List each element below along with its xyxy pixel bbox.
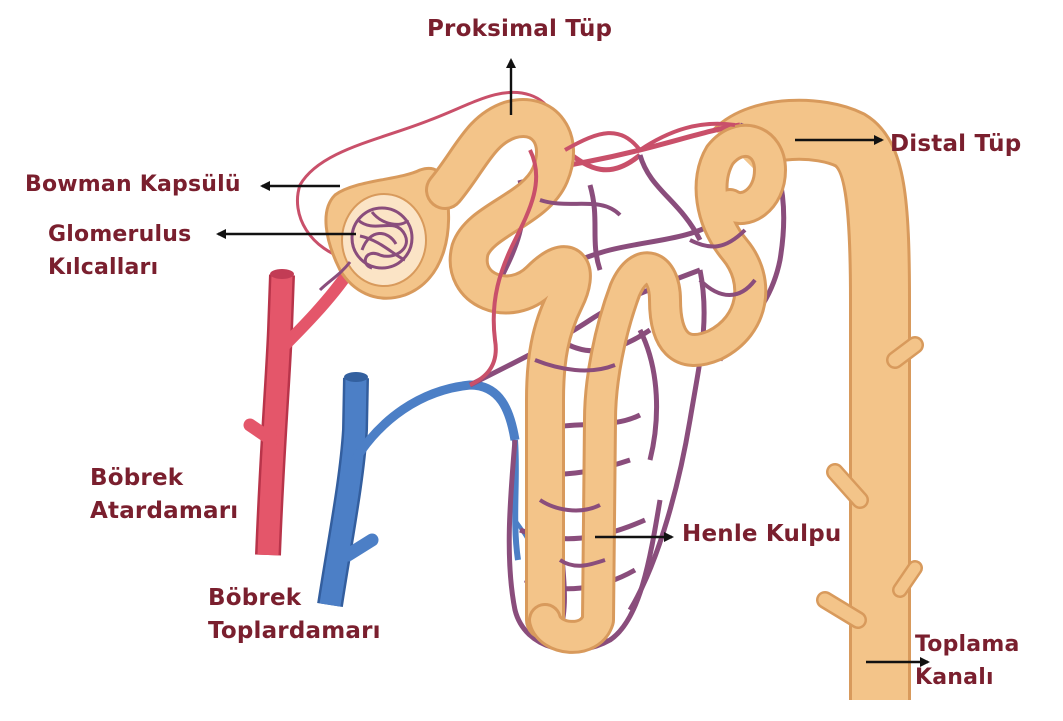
label-glomerulus-line1: Glomerulus (48, 218, 191, 251)
label-proksimal-tup: Proksimal Tüp (427, 13, 612, 46)
label-atardamar-line2: Atardamarı (90, 495, 238, 528)
label-toplama-line1: Toplama (915, 628, 1020, 661)
label-bobrek-toplardamari: Böbrek Toplardamarı (208, 582, 381, 648)
label-distal-tup: Distal Tüp (890, 128, 1021, 161)
label-glomerulus: Glomerulus Kılcalları (48, 218, 191, 284)
label-atardamar-line1: Böbrek (90, 462, 238, 495)
label-toplardamar-line1: Böbrek (208, 582, 381, 615)
label-toplardamar-line2: Toplardamarı (208, 615, 381, 648)
label-toplama-line2: Kanalı (915, 661, 1020, 694)
label-bowman-kapsulu: Bowman Kapsülü (25, 168, 241, 201)
label-bobrek-atardamari: Böbrek Atardamarı (90, 462, 238, 528)
label-toplama-kanali: Toplama Kanalı (915, 628, 1020, 694)
label-glomerulus-line2: Kılcalları (48, 251, 191, 284)
label-henle-kulpu: Henle Kulpu (682, 518, 841, 551)
